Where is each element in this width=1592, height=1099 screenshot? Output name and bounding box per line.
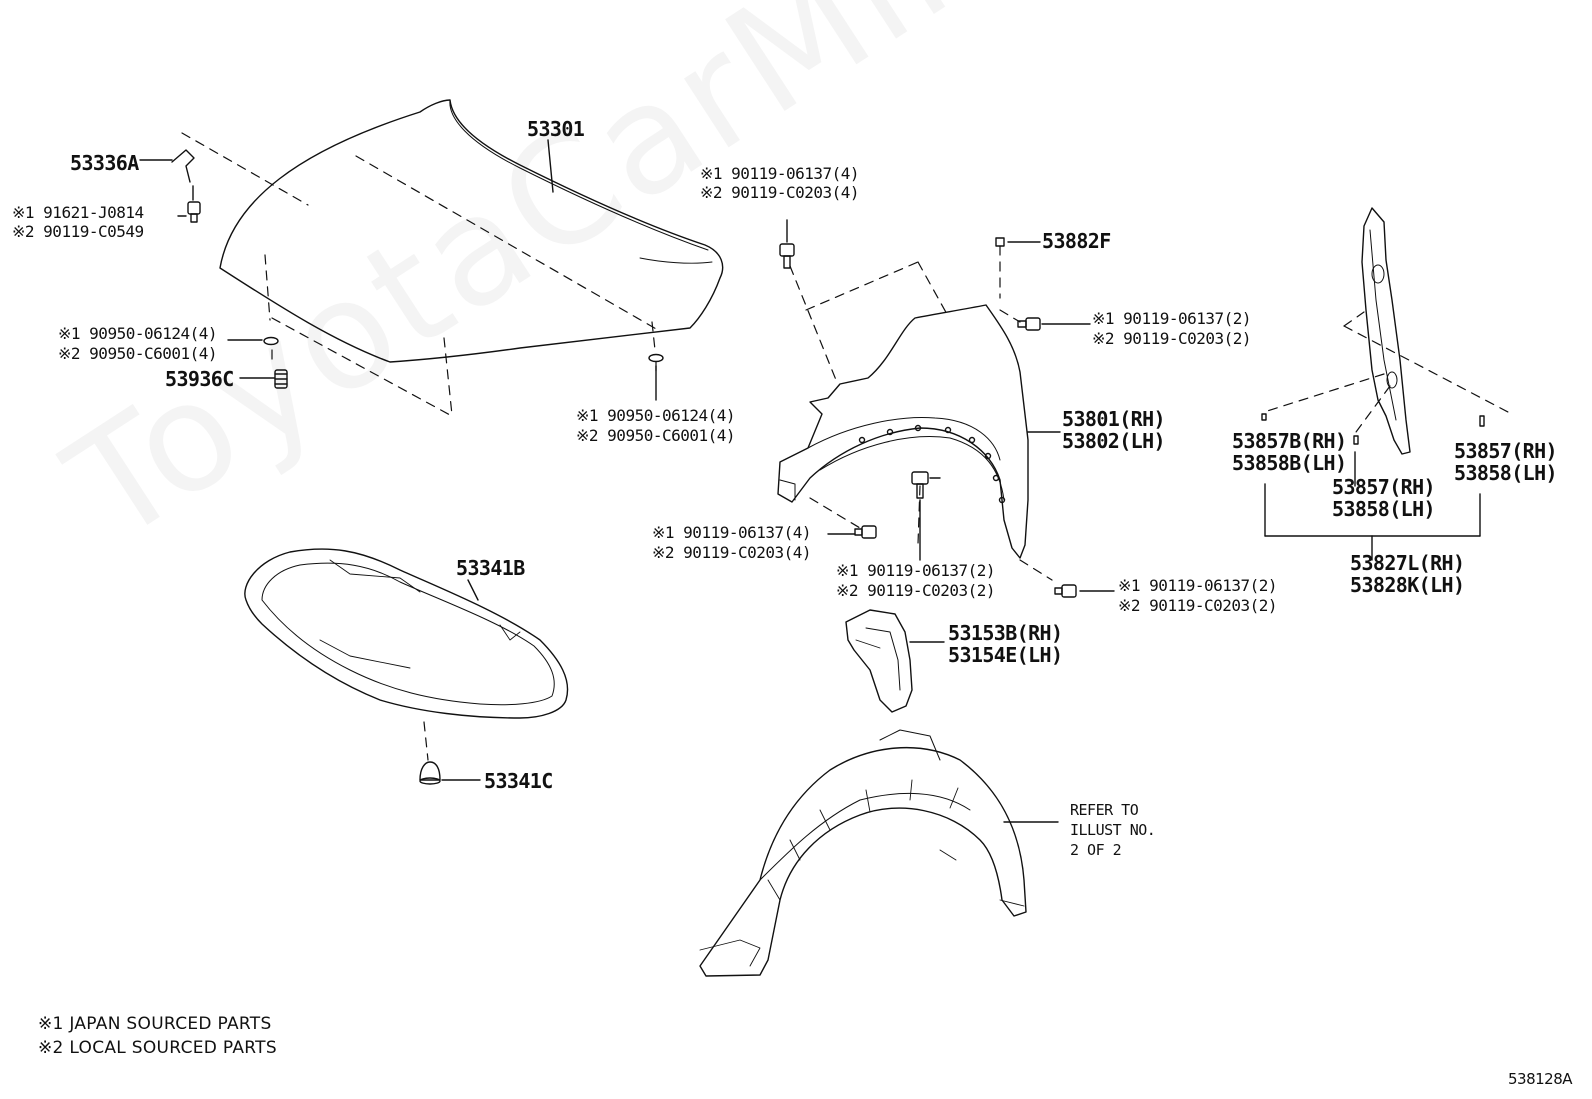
hood-bolt-label-1: ※1 91621-J0814 [12, 203, 144, 222]
fender-top-bolt-icon[interactable] [779, 219, 795, 269]
seal-clip-b-label-lh: 53858B(LH) [1232, 451, 1347, 475]
hood-bumper-stop-label: 53936C [165, 367, 234, 391]
hood-cushion-left-label-1: ※1 90950-06124(4) [58, 324, 218, 343]
insulator-leader [467, 579, 479, 601]
fender-clip-label: 53882F [1042, 229, 1111, 253]
seal-clip-b-label-rh: 53857B(RH) [1232, 429, 1347, 453]
hood-hinge-clip-label: 53336A [70, 151, 139, 175]
seal-clip-icons[interactable] [1261, 413, 1485, 445]
legend-japan: ※1 JAPAN SOURCED PARTS [38, 1014, 272, 1034]
insulator-ref-line [423, 721, 429, 761]
seal-clip-mid-label-rh: 53857(RH) [1332, 475, 1436, 499]
hood-cushion-left-label-2: ※2 90950-C6001(4) [58, 344, 218, 363]
fender-panel-label-lh: 53802(LH) [1062, 429, 1166, 453]
liner-note-2: ILLUST NO. [1070, 821, 1156, 839]
hood-bolt-label-2: ※2 90119-C0549 [12, 222, 144, 241]
hood-cushion-right-icon[interactable] [648, 353, 664, 401]
seal-assy-bracket [1264, 451, 1481, 561]
liner-note-3: 2 OF 2 [1070, 841, 1122, 859]
fender-seal-label-rh: 53153B(RH) [948, 621, 1063, 645]
seal-clip-mid-label-lh: 53858(LH) [1332, 497, 1436, 521]
seal-clip-right-label-rh: 53857(RH) [1454, 439, 1558, 463]
fender-lower-bolt-mid-icon[interactable] [911, 471, 941, 561]
legend-local: ※2 LOCAL SOURCED PARTS [38, 1038, 277, 1058]
fender-side-bolt-label-2: ※2 90119-C0203(2) [1092, 329, 1252, 348]
hood-cushion-right-label-1: ※1 90950-06124(4) [576, 406, 736, 425]
fender-side-bolt-icon[interactable] [1017, 317, 1091, 331]
fender-lower-bolt-left-label-2: ※2 90119-C0203(4) [652, 543, 812, 562]
hood-ref-lines [181, 132, 659, 416]
fender-seal-label-lh: 53154E(LH) [948, 643, 1063, 667]
fender-top-bolt-label-2: ※2 90119-C0203(4) [700, 183, 860, 202]
fender-lower-bolt-mid-label-2: ※2 90119-C0203(2) [836, 581, 996, 600]
seal-clip-right-label-lh: 53858(LH) [1454, 461, 1558, 485]
hood-panel[interactable] [219, 99, 724, 363]
fender-panel-label-rh: 53801(RH) [1062, 407, 1166, 431]
fender-lower-bolt-right-icon[interactable] [1054, 584, 1115, 598]
hood-bumper-stop-icon[interactable] [239, 369, 288, 389]
fender-top-bolt-label-1: ※1 90119-06137(4) [700, 164, 860, 183]
fender-side-bolt-label-1: ※1 90119-06137(2) [1092, 309, 1252, 328]
hood-hinge-clip[interactable] [139, 149, 195, 183]
hood-leader [547, 139, 554, 193]
fender-lower-bolt-left-icon[interactable] [827, 525, 877, 539]
fender-ref-lines [789, 245, 1053, 581]
hood-cushion-left-icon[interactable] [227, 336, 279, 346]
seal-ref-lines [1263, 311, 1509, 433]
fender-clip-icon[interactable] [995, 237, 1041, 247]
insulator-clip-icon[interactable] [419, 761, 481, 785]
fender-lower-bolt-right-label-2: ※2 90119-C0203(2) [1118, 596, 1278, 615]
liner-note-1: REFER TO [1070, 801, 1139, 819]
hood-insulator[interactable] [244, 548, 569, 719]
seal-assy-label-rh: 53827L(RH) [1350, 551, 1465, 575]
fender-panel[interactable] [777, 304, 1029, 559]
fender-seal-assy[interactable] [1361, 207, 1411, 455]
hood-insulator-label: 53341B [456, 556, 525, 580]
fender-liner[interactable] [699, 729, 1027, 977]
diagram-code: 538128A [1508, 1070, 1573, 1088]
hood-bolt-icon[interactable] [177, 185, 201, 223]
fender-lower-bolt-right-label-1: ※1 90119-06137(2) [1118, 576, 1278, 595]
seal-assy-label-lh: 53828K(LH) [1350, 573, 1465, 597]
fender-seal[interactable] [845, 609, 945, 713]
hood-cushion-right-label-2: ※2 90950-C6001(4) [576, 426, 736, 445]
fender-lower-bolt-left-label-1: ※1 90119-06137(4) [652, 523, 812, 542]
hood-label: 53301 [527, 117, 585, 141]
insulator-clip-label: 53341C [484, 769, 553, 793]
fender-lower-bolt-mid-label-1: ※1 90119-06137(2) [836, 561, 996, 580]
